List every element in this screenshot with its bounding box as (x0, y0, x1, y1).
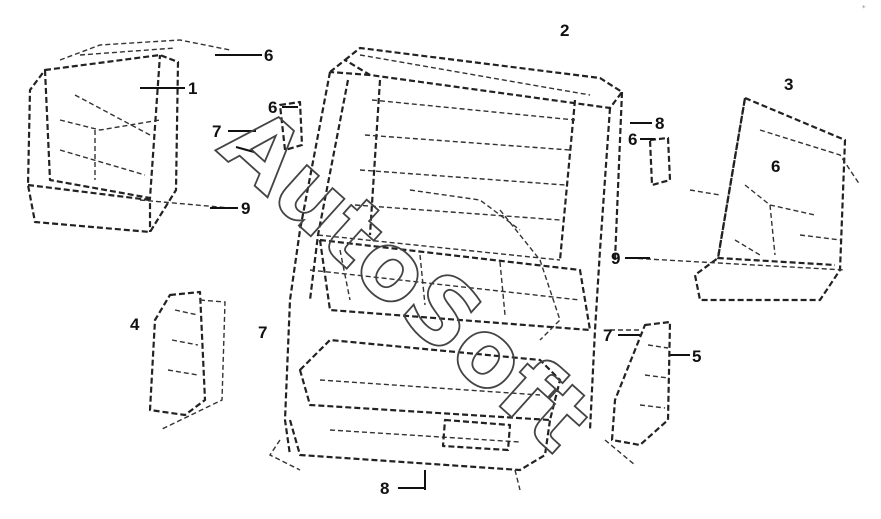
callout-9-left: 9 (241, 199, 250, 218)
callout-8-right: 8 (655, 114, 664, 133)
callout-6-right-hinge: 6 (628, 130, 637, 149)
callout-1: 1 (188, 79, 197, 98)
callout-6-top-left: 6 (264, 46, 273, 65)
part-5-right-rear-panel (604, 320, 672, 466)
right-hinge-bracket (648, 136, 672, 187)
callout-8-bottom: 8 (380, 479, 389, 498)
callout-6-left-hinge: 6 (268, 98, 277, 117)
callout-9-right: 9 (611, 249, 620, 268)
callout-6-right-panel: 6 (771, 157, 780, 176)
callout-7-left-hinge: 7 (212, 122, 221, 141)
callout-7-center: 7 (258, 323, 267, 342)
part-4-left-rear-panel (148, 290, 226, 431)
part-3-right-panel (629, 96, 861, 302)
callout-4: 4 (130, 315, 140, 334)
callout-2: 2 (560, 21, 569, 40)
left-hinge-bracket (278, 100, 304, 152)
callout-7-right-rear: 7 (603, 326, 612, 345)
part-1-left-upper-panel (26, 39, 231, 234)
callout-5: 5 (692, 347, 701, 366)
corner-mark: * (862, 4, 866, 12)
watermark: AutoSoft (200, 87, 611, 473)
callout-3: 3 (784, 75, 793, 94)
leader-lines (140, 54, 690, 490)
part-2-cab-frame (268, 46, 624, 491)
